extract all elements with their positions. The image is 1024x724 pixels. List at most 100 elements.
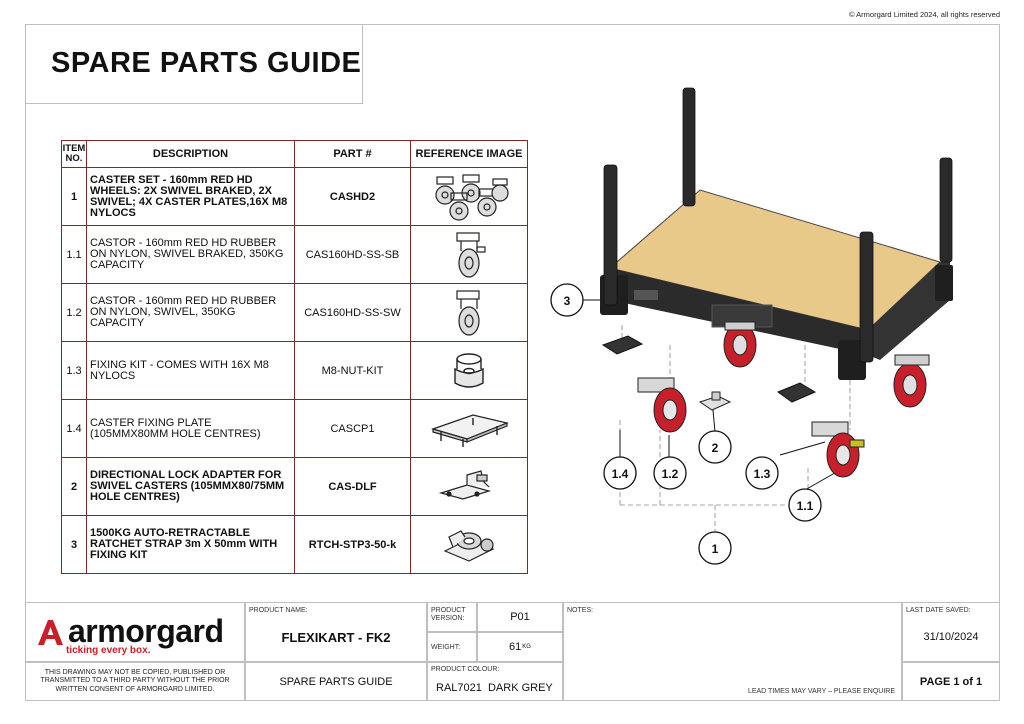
row-part-number: CAS-DLF (294, 457, 411, 516)
copyright-notice: © Armorgard Limited 2024, all rights res… (848, 10, 1000, 19)
callout-1-2 (653, 456, 687, 490)
row-item-no: 1.2 (61, 283, 87, 342)
row-item-no: 1.1 (61, 225, 87, 284)
trolley-uprights (603, 87, 953, 363)
callout-label: 3 (564, 294, 571, 308)
row-reference-image (410, 399, 528, 458)
logo-tagline: ticking every box. (66, 645, 151, 656)
header-reference-image: REFERENCE IMAGE (410, 140, 528, 168)
row-part-number: CASHD2 (294, 167, 411, 226)
table-row: 1.3 FIXING KIT - COMES WITH 16X M8 NYLOC… (61, 341, 528, 400)
lock-adapter-icon (438, 469, 492, 500)
row-item-no: 1.4 (61, 399, 87, 458)
row-description: FIXING KIT - COMES WITH 16X M8 NYLOCS (86, 341, 295, 400)
exploded-assembly-drawing: 3 2 1.4 1.2 1.3 1.1 1 (550, 87, 953, 565)
lead-times-note: LEAD TIMES MAY VARY – PLEASE ENQUIRE (747, 688, 895, 695)
callout-2 (698, 430, 732, 464)
notes-label: NOTES: (567, 607, 594, 614)
table-row: 3 1500KG AUTO-RETRACTABLE RATCHET STRAP … (61, 515, 528, 574)
loose-castor-left (637, 377, 687, 433)
table-row: 1.2 CASTOR - 160mm RED HD RUBBER ON NYLO… (61, 283, 528, 342)
callout-label: 1.1 (797, 499, 814, 513)
loose-castor-right (811, 421, 865, 478)
table-row: 1.1 CASTOR - 160mm RED HD RUBBER ON NYLO… (61, 225, 528, 284)
callout-label: 2 (712, 441, 719, 455)
product-name-label: PRODUCT NAME: (249, 607, 308, 614)
braked-castor-icon (456, 231, 486, 278)
loose-fixing-plates (601, 335, 817, 403)
table-header-row: ITEM NO. DESCRIPTION PART # REFERENCE IM… (61, 140, 528, 168)
row-description: CASTER SET - 160mm RED HD WHEELS: 2X SWI… (86, 167, 295, 226)
last-saved-label: LAST DATE SAVED: (906, 607, 971, 614)
version-value-cell: P01 (477, 602, 563, 632)
row-description: CASTOR - 160mm RED HD RUBBER ON NYLON, S… (86, 283, 295, 342)
row-reference-image (410, 515, 528, 574)
attached-casters (723, 321, 930, 408)
version-label-cell: PRODUCT VERSION: (427, 602, 477, 632)
row-description: CASTER FIXING PLATE (105MMX80MM HOLE CEN… (86, 399, 295, 458)
weight-label: WEIGHT: (431, 644, 461, 651)
row-reference-image (410, 457, 528, 516)
trolley-body (600, 189, 953, 380)
table-row: 1 CASTER SET - 160mm RED HD WHEELS: 2X S… (61, 167, 528, 226)
lock-adapter-part (698, 391, 732, 411)
nyloc-nut-icon (454, 352, 484, 388)
header-part-number: PART # (294, 140, 411, 168)
callout-1-3 (745, 456, 779, 490)
product-version: P01 (510, 611, 530, 623)
notes-cell: NOTES: LEAD TIMES MAY VARY – PLEASE ENQU… (563, 602, 902, 701)
disclaimer-text: THIS DRAWING MAY NOT BE COPIED, PUBLISHE… (40, 668, 230, 693)
logo-wordmark: armorgard (68, 613, 224, 649)
row-reference-image (410, 283, 528, 342)
product-name: FLEXIKART - FK2 (281, 630, 391, 645)
weight-label-cell: WEIGHT: (427, 632, 477, 662)
fixing-plate-icon (431, 413, 509, 447)
weight-value-cell: 61 KG (477, 632, 563, 662)
disclaimer-cell: THIS DRAWING MAY NOT BE COPIED, PUBLISHE… (25, 662, 245, 701)
row-part-number: CAS160HD-SS-SB (294, 225, 411, 284)
doc-type-cell: SPARE PARTS GUIDE (245, 662, 427, 701)
callout-arrows (583, 299, 841, 491)
colour-cell: PRODUCT COLOUR: RAL7021 DARK GREY (427, 662, 563, 701)
header-item-no: ITEM NO. (61, 140, 87, 168)
page-title: SPARE PARTS GUIDE (51, 47, 362, 79)
row-part-number: RTCH-STP3-50-k (294, 515, 411, 574)
product-name-cell: PRODUCT NAME: FLEXIKART - FK2 (245, 602, 427, 662)
row-reference-image (410, 167, 528, 226)
row-description: DIRECTIONAL LOCK ADAPTER FOR SWIVEL CAST… (86, 457, 295, 516)
row-item-no: 2 (61, 457, 87, 516)
row-part-number: M8-NUT-KIT (294, 341, 411, 400)
callout-1-1 (788, 488, 822, 522)
title-block: armorgard ticking every box. THIS DRAWIN… (25, 602, 1000, 701)
row-part-number: CASCP1 (294, 399, 411, 458)
last-saved-cell: LAST DATE SAVED: 31/10/2024 (902, 602, 1000, 662)
product-version-label: PRODUCT VERSION: (431, 607, 466, 622)
row-item-no: 3 (61, 515, 87, 574)
callout-label: 1.4 (612, 467, 629, 481)
weight-unit: KG (522, 644, 531, 650)
callout-label: 1.3 (754, 467, 771, 481)
page-number: PAGE 1 of 1 (919, 675, 983, 688)
weight-value: 61 (509, 641, 522, 653)
row-item-no: 1.3 (61, 341, 87, 400)
swivel-castor-icon (456, 289, 480, 336)
callout-label: 1 (712, 542, 719, 556)
page-cell: PAGE 1 of 1 (902, 662, 1000, 701)
row-reference-image (410, 341, 528, 400)
callout-label: 1.2 (662, 467, 679, 481)
callout-1 (698, 531, 732, 565)
header-description: DESCRIPTION (86, 140, 295, 168)
callout-1-4 (603, 456, 637, 490)
ratchet-strap-icon (443, 529, 495, 562)
table-row: 1.4 CASTER FIXING PLATE (105MMX80MM HOLE… (61, 399, 528, 458)
row-description: 1500KG AUTO-RETRACTABLE RATCHET STRAP 3m… (86, 515, 295, 574)
row-part-number: CAS160HD-SS-SW (294, 283, 411, 342)
last-saved-date: 31/10/2024 (923, 631, 979, 643)
callout-3 (550, 283, 584, 317)
table-row: 2 DIRECTIONAL LOCK ADAPTER FOR SWIVEL CA… (61, 457, 528, 516)
row-description: CASTOR - 160mm RED HD RUBBER ON NYLON, S… (86, 225, 295, 284)
product-colour-label: PRODUCT COLOUR: (431, 666, 500, 673)
title-box: SPARE PARTS GUIDE (25, 24, 363, 104)
doc-type: SPARE PARTS GUIDE (279, 675, 393, 688)
row-reference-image (410, 225, 528, 284)
